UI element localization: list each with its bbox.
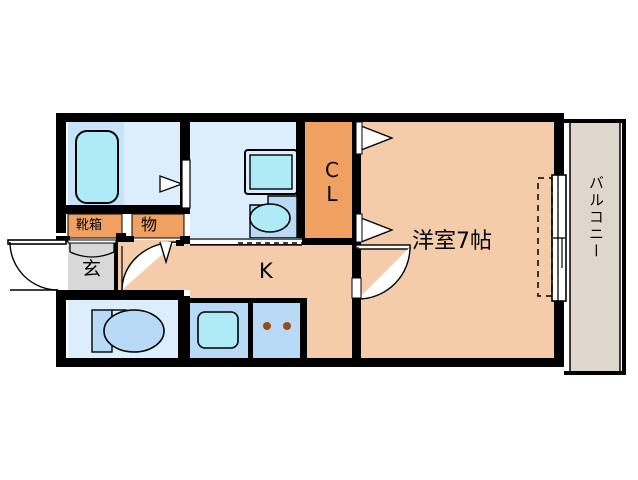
closet-door-frame-top xyxy=(355,121,363,155)
balcony-label: バルコニー xyxy=(587,175,605,260)
stove-burner-right-icon xyxy=(283,322,291,330)
main-room-floor xyxy=(360,120,556,360)
main-room-label: 洋室7帖 xyxy=(412,229,492,254)
kitchen-label: K xyxy=(259,259,273,283)
wall-right-upper xyxy=(554,113,564,175)
wall-bottom-outer xyxy=(56,358,564,367)
wall-bath-bottom xyxy=(56,205,190,214)
vanity-mirror-icon xyxy=(249,154,293,190)
balcony-frame-bottom xyxy=(564,371,626,375)
wall-right-lower xyxy=(554,300,564,367)
wall-entrance-right xyxy=(114,240,118,292)
wall-top-outer xyxy=(56,113,564,122)
wall-closet-room xyxy=(352,113,361,239)
entrance-label: 玄 xyxy=(82,258,102,280)
closet-door-frame-bottom xyxy=(355,213,363,243)
wall-hall-stub xyxy=(176,240,184,246)
entrance-upper-partition xyxy=(69,242,115,258)
wall-entrance-bottom xyxy=(56,290,184,300)
bathtub-icon xyxy=(75,130,119,204)
room-door-jamb xyxy=(351,277,362,299)
kitchen-sink-icon xyxy=(197,311,239,349)
toilet-bowl-icon xyxy=(103,309,165,353)
entrance-door-swing-arc xyxy=(9,241,59,291)
wall-left-lower xyxy=(56,290,66,367)
balcony-frame-right xyxy=(622,119,626,375)
wash-basin-icon xyxy=(249,203,291,233)
wall-left-upper xyxy=(56,113,66,233)
bath-door-frame xyxy=(181,159,191,209)
closet-label-c: CL xyxy=(320,158,344,206)
wall-storage-right xyxy=(180,236,190,244)
stove-counter-fill xyxy=(253,302,300,358)
room-door-swing-arc xyxy=(357,246,411,300)
entrance-partition-top xyxy=(67,239,117,244)
shoe-box-label: 靴箱 xyxy=(76,218,103,233)
wall-shoebox-bottom xyxy=(56,236,70,242)
balcony-frame-top xyxy=(564,119,626,123)
wall-washroom-closet xyxy=(296,113,305,239)
closet-fill xyxy=(304,120,354,238)
wall-kitchen-room-lower xyxy=(352,296,361,366)
stove-burner-left-icon xyxy=(263,322,271,330)
entrance-door-leaf xyxy=(7,239,67,245)
room-door-leaf xyxy=(355,244,411,250)
storage-fill xyxy=(131,213,185,239)
counter-divider-2 xyxy=(300,302,307,360)
washroom-slider-track xyxy=(190,238,302,244)
counter-top-edge xyxy=(190,298,307,303)
entrance-floor xyxy=(68,240,116,290)
hall-door-leaf xyxy=(159,241,173,265)
wall-storage-bottom xyxy=(122,236,134,242)
wall-toilet-right xyxy=(178,296,190,366)
storage-label: 物 xyxy=(141,215,158,234)
wall-kitchen-room xyxy=(352,238,361,278)
counter-divider-1 xyxy=(248,302,253,360)
shoe-box-fill xyxy=(67,213,123,239)
bath-sliding-door-arrow xyxy=(159,175,184,193)
balcony-floor xyxy=(569,121,621,373)
wall-entrance-top xyxy=(116,233,126,242)
